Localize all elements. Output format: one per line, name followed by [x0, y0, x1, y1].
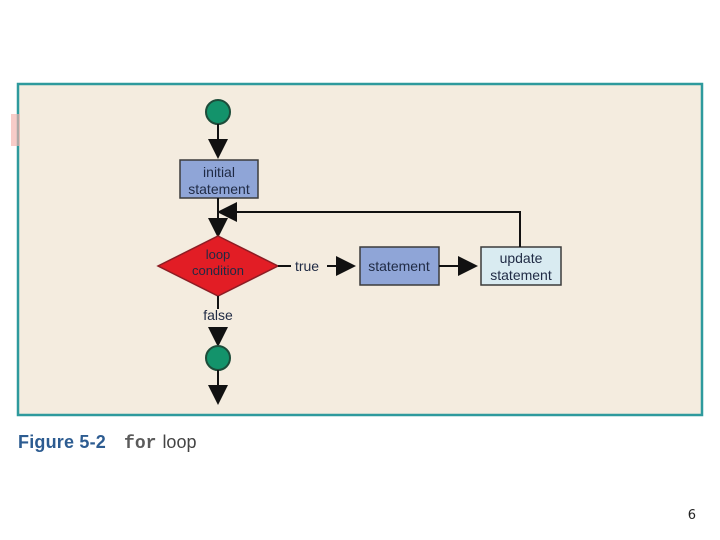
caption-text: loop: [162, 432, 197, 452]
loop-condition-line2: condition: [192, 263, 244, 278]
loop-back-arrow: [217, 202, 521, 247]
initial-statement-box: [179, 159, 259, 199]
figure-number: Figure 5-2: [18, 432, 107, 452]
loop-condition-line1: loop: [206, 247, 231, 262]
update-statement-line2: statement: [490, 267, 552, 283]
end-node-icon: [205, 345, 231, 371]
initial-statement-line1: initial: [203, 164, 235, 180]
page-number: 6: [687, 508, 696, 523]
figure-caption: Figure 5-2 for loop: [18, 432, 196, 456]
update-statement-line1: update: [500, 250, 543, 266]
statement-box: [359, 246, 440, 286]
caption-keyword: for: [124, 434, 157, 454]
false-label: false: [203, 307, 233, 323]
true-label: true: [295, 258, 319, 274]
initial-statement-line2: statement: [188, 181, 250, 197]
statement-label: statement: [368, 258, 430, 274]
decorative-red-strip: [11, 114, 20, 146]
start-node-icon: [205, 99, 231, 125]
